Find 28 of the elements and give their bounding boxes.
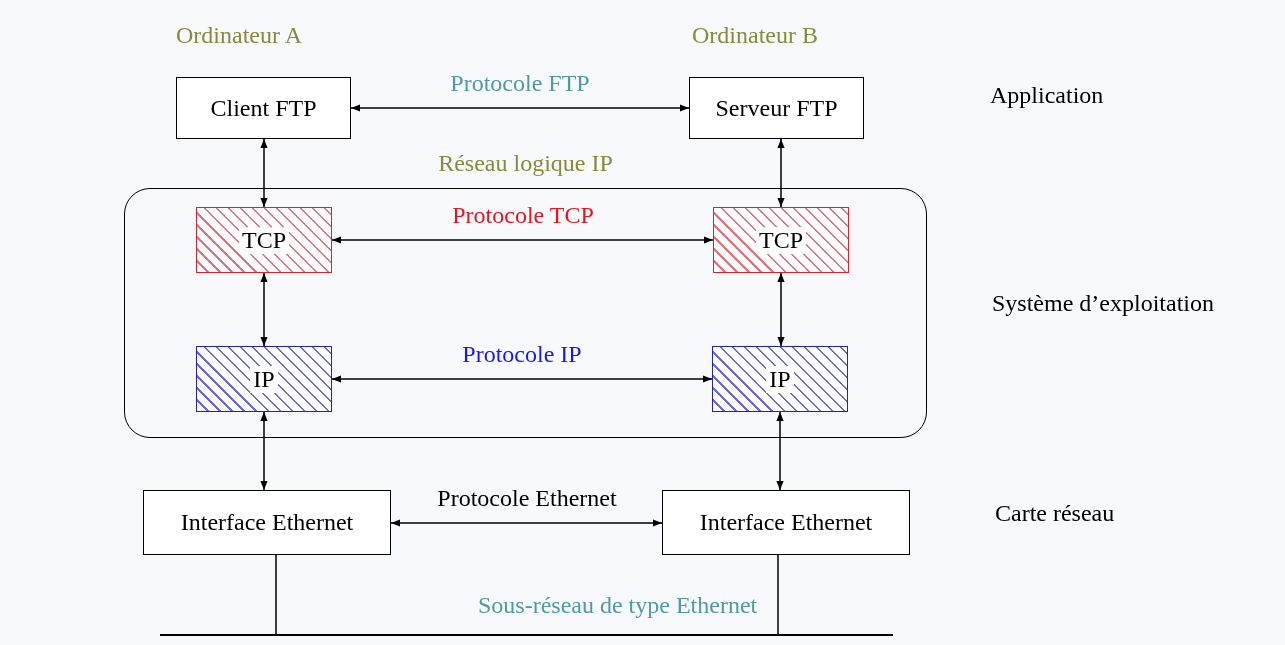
double-arrow [260, 138, 268, 208]
protocol-box: IP [196, 346, 332, 412]
double-arrow [350, 104, 690, 112]
protocol-box: TCP [196, 207, 332, 273]
double-arrow [331, 375, 713, 383]
double-arrow [777, 272, 785, 347]
process-box: Serveur FTP [689, 77, 864, 139]
connector-line [275, 554, 277, 635]
process-box: Interface Ethernet [662, 490, 910, 555]
process-box: Interface Ethernet [143, 490, 391, 555]
protocol-box: IP [712, 346, 848, 412]
double-arrow [331, 236, 714, 244]
double-arrow [777, 138, 785, 208]
group-title: Réseau logique IP [438, 150, 613, 177]
layer-label: Application [990, 82, 1104, 109]
layer-label: Système d’exploitation [992, 290, 1214, 317]
layer-label: Carte réseau [995, 500, 1115, 527]
double-arrow [260, 272, 268, 347]
double-arrow [260, 411, 268, 491]
network-label: Sous-réseau de type Ethernet [478, 592, 758, 619]
bus-line [160, 634, 893, 636]
double-arrow [390, 519, 663, 527]
computer-heading: Ordinateur A [176, 22, 302, 49]
protocol-box: TCP [713, 207, 849, 273]
double-arrow [776, 411, 784, 491]
computer-heading: Ordinateur B [692, 22, 818, 49]
connector-line [777, 554, 779, 635]
process-box: Client FTP [176, 77, 351, 139]
